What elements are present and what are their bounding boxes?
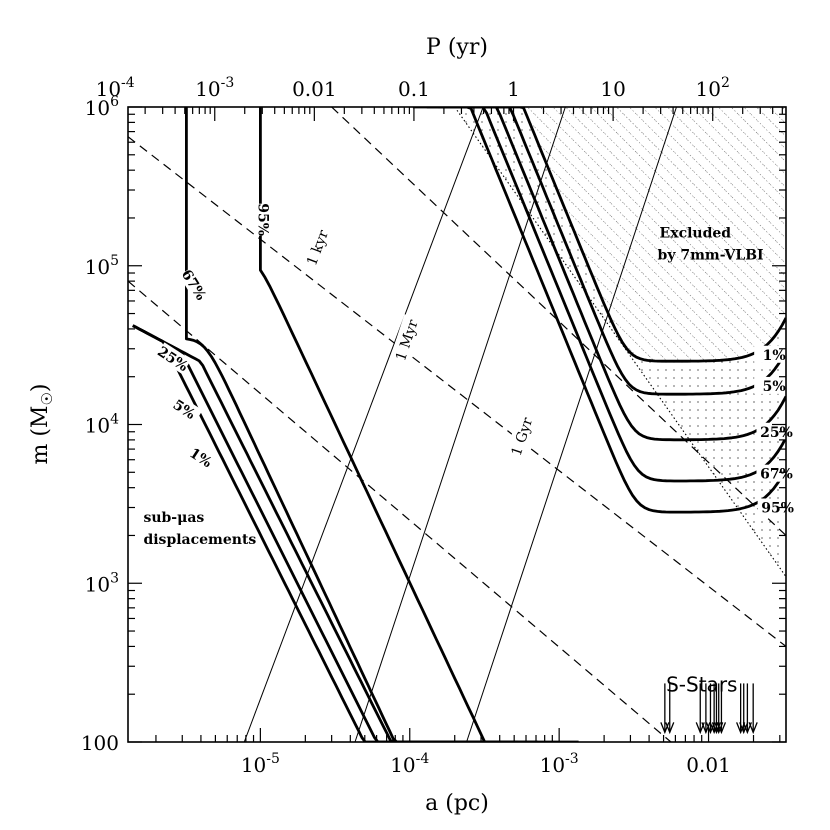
s-stars-label: S-Stars xyxy=(666,673,737,697)
top-tick-label: 1 xyxy=(507,77,520,101)
left-contour-label-bg-5 xyxy=(183,441,220,473)
top-axis-title: P (yr) xyxy=(426,35,488,60)
x-axis-title: a (pc) xyxy=(425,791,489,816)
time-line-3 xyxy=(466,107,677,742)
y-axis-title-close: ) xyxy=(28,383,53,392)
time-label-bg-3 xyxy=(504,410,537,462)
right-contour-label-bg-1 xyxy=(754,345,795,363)
dashed-line-2 xyxy=(128,280,672,742)
sub-uas-label-line2: displacements xyxy=(143,532,256,548)
time-line-1 xyxy=(243,107,484,742)
top-tick-label: 10 xyxy=(600,77,625,101)
x-tick-label: 0.01 xyxy=(686,753,731,777)
top-tick-label: 10-4 xyxy=(96,75,135,101)
s-star-arrowhead-11 xyxy=(739,722,749,735)
right-contour-label-bg-2 xyxy=(754,376,795,394)
right-contour-3 xyxy=(438,107,786,442)
s-star-arrowhead-9 xyxy=(716,722,727,735)
svg-text:m (M☉): m (M☉) xyxy=(28,383,56,464)
y-axis-title-main: m (M xyxy=(28,406,53,465)
time-line-2 xyxy=(354,107,566,742)
y-tick-label: 106 xyxy=(85,94,119,120)
left-contour-label-bg-2 xyxy=(178,266,211,303)
sub-uas-label-line1: sub-μas xyxy=(143,510,204,526)
excluded-label-line2: by 7mm-VLBI xyxy=(658,248,764,264)
time-label-bg-1 xyxy=(299,221,334,273)
excluded-label-line1: Excluded xyxy=(660,226,732,242)
axis-ticks xyxy=(128,106,786,743)
left-contour-3 xyxy=(132,324,538,742)
time-label-bg-2 xyxy=(389,314,422,366)
excluded-region xyxy=(454,107,786,577)
left-contour-2 xyxy=(185,107,579,742)
left-contour-1 xyxy=(259,107,487,742)
left-contour-label-bg-4 xyxy=(166,392,203,425)
x-tick-label: 10-5 xyxy=(241,751,280,777)
left-contour-4 xyxy=(132,324,518,742)
right-contour-label-1: 1% xyxy=(763,348,786,364)
dashed-lines xyxy=(128,107,786,742)
left-contour-label-bg-1 xyxy=(255,203,273,236)
dashed-line-1 xyxy=(128,136,786,647)
x-tick-label: 10-4 xyxy=(390,751,429,777)
s-star-arrowhead-2 xyxy=(665,722,675,735)
s-star-arrowhead-13 xyxy=(748,722,758,735)
right-contour-5 xyxy=(412,107,786,514)
y-tick-label: 100 xyxy=(81,731,119,755)
y-tick-label: 105 xyxy=(85,253,119,279)
right-contour-label-bg-5 xyxy=(757,498,798,516)
right-contour-2 xyxy=(449,107,786,396)
annotations: Excluded by 7mm-VLBI sub-μas displacemen… xyxy=(143,226,763,697)
top-tick-label: 102 xyxy=(696,75,730,101)
s-star-arrowhead-4 xyxy=(701,722,711,735)
right-contour-label-2: 5% xyxy=(763,379,786,395)
top-tick-label: 0.1 xyxy=(398,77,430,101)
top-tick-label: 10-3 xyxy=(195,75,234,101)
left-contour-label-bg-3 xyxy=(155,342,192,375)
top-tick-label: 0.01 xyxy=(292,77,337,101)
probability-contours xyxy=(132,107,786,742)
left-contour-label-1: 95% xyxy=(255,203,271,236)
sun-symbol: ☉ xyxy=(38,392,56,405)
right-contour-4 xyxy=(426,107,786,483)
right-contour-label-5: 95% xyxy=(761,501,794,517)
right-contour-label-3: 25% xyxy=(760,425,793,441)
excluded-hatched-area xyxy=(457,107,786,362)
right-contour-1 xyxy=(457,107,786,363)
y-axis-title: m (M☉) xyxy=(28,383,56,464)
y-tick-label: 103 xyxy=(85,570,119,596)
left-contour-5 xyxy=(132,324,499,742)
s-stars-arrows xyxy=(660,683,758,735)
excluded-dotted-band xyxy=(454,107,786,577)
right-contour-label-4: 67% xyxy=(760,467,793,483)
x-tick-label: 10-3 xyxy=(540,751,579,777)
y-tick-label: 104 xyxy=(85,412,119,438)
